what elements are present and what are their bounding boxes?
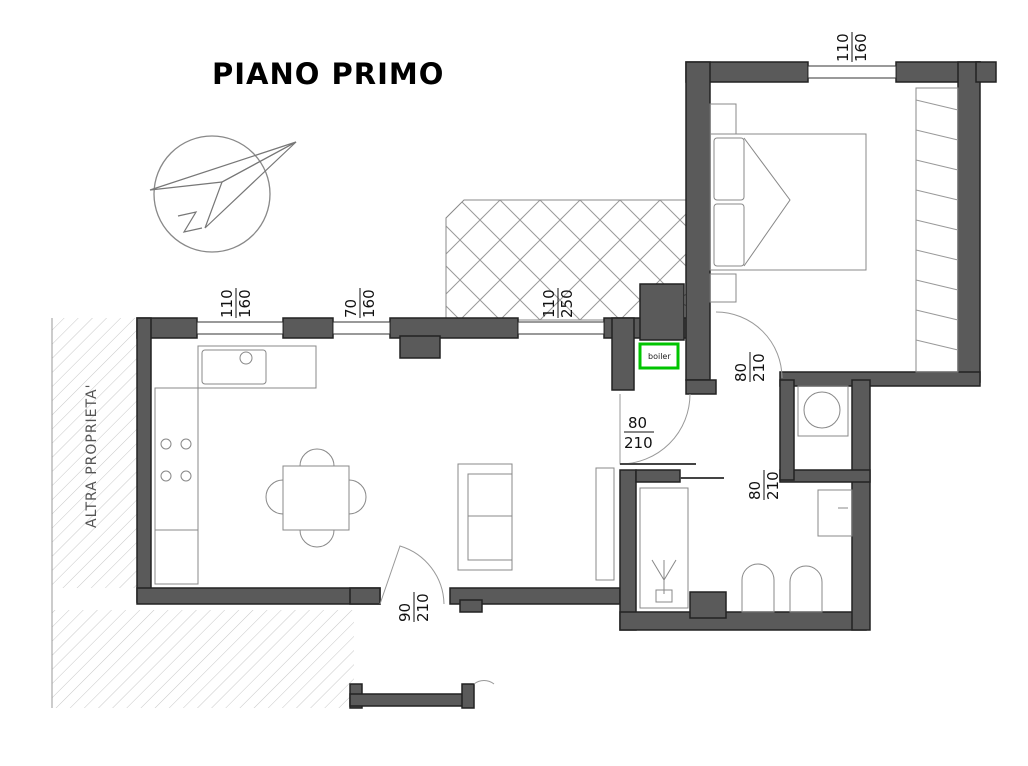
- terrace: [445, 199, 691, 321]
- window-1-width: 110: [218, 289, 236, 318]
- door-4-width: 90: [396, 603, 414, 622]
- boiler-label: boiler: [648, 352, 671, 361]
- bidet: [741, 563, 775, 613]
- door-3-height: 210: [764, 471, 782, 500]
- neighbor-property-area: [51, 318, 354, 708]
- window-dim-1: 110 160: [218, 288, 254, 318]
- door-4-height: 210: [414, 593, 432, 622]
- wardrobe: [915, 87, 959, 373]
- boiler-box: [638, 342, 680, 370]
- door-2-height: 210: [750, 353, 768, 382]
- window-dim-3: 110 250: [540, 288, 576, 318]
- door-dim-3: 80 210: [746, 470, 782, 500]
- window-4-height: 160: [852, 33, 870, 62]
- window-dim-2: 70 160: [342, 288, 378, 318]
- window-2-width: 70: [342, 299, 360, 318]
- window-3-height: 250: [558, 289, 576, 318]
- bed: [709, 103, 867, 303]
- sofa: [457, 463, 513, 571]
- plan-title: PIANO PRIMO: [212, 57, 444, 91]
- kitchen-counter: [154, 345, 317, 585]
- toilet: [789, 565, 823, 613]
- neighbor-label: ALTRA PROPRIETA': [84, 384, 100, 528]
- door-dim-2: 80 210: [732, 352, 768, 382]
- window-4-width: 110: [834, 33, 852, 62]
- windows: [196, 65, 897, 335]
- window-3-width: 110: [540, 289, 558, 318]
- window-dim-4: 110 160: [834, 32, 870, 62]
- dining-table: [265, 448, 367, 548]
- door-dim-4: 90 210: [396, 592, 432, 622]
- window-2-height: 160: [360, 289, 378, 318]
- washing-machine: [797, 385, 849, 437]
- door-2-width: 80: [732, 363, 750, 382]
- walls: [136, 61, 997, 709]
- north-arrow-icon: [149, 135, 297, 253]
- tv-cabinet: [595, 467, 615, 581]
- doors: [379, 311, 783, 685]
- door-dim-1: 80 210: [624, 414, 654, 452]
- door-1-width: 80: [628, 414, 647, 432]
- sink: [817, 489, 853, 537]
- door-3-width: 80: [746, 481, 764, 500]
- door-1-height: 210: [624, 434, 653, 452]
- window-1-height: 160: [236, 289, 254, 318]
- shower: [639, 487, 689, 609]
